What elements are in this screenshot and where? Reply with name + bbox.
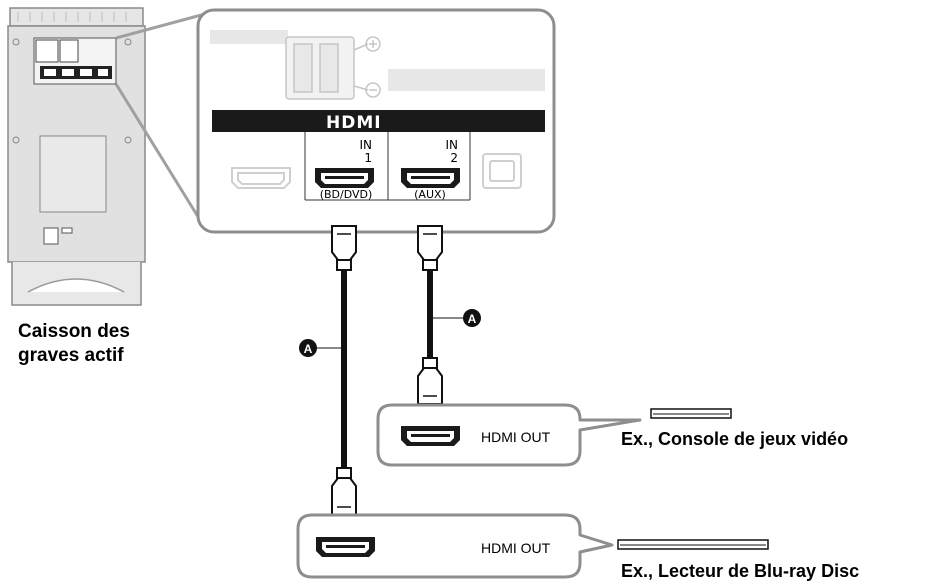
- hdmi-band: [212, 110, 545, 132]
- cable-a-label-2: A: [468, 312, 477, 326]
- bluray-port-label: HDMI OUT: [481, 540, 551, 556]
- subwoofer-caption-line1: Caisson des: [18, 321, 130, 342]
- cable-a-marker-1: A: [299, 339, 317, 357]
- bluray-device-panel: HDMI OUT: [296, 513, 614, 579]
- bluray-hdmi-out-port: [316, 537, 375, 557]
- port1-name: (BD/DVD): [320, 188, 373, 201]
- optical-port-faded: [482, 153, 522, 189]
- hdmi-out-port-faded: [231, 167, 291, 189]
- hdmi-in-2-port: [401, 168, 460, 188]
- cable-a-label-1: A: [304, 342, 313, 356]
- hdmi-cable-1: [331, 225, 357, 529]
- zoom-callout-lines: [114, 12, 207, 229]
- port2-in-label: IN: [445, 138, 458, 152]
- cable-a-marker-2: A: [463, 309, 481, 327]
- console-device-icon: [650, 408, 732, 419]
- port1-number: 1: [364, 151, 372, 165]
- port1-in-label: IN: [359, 138, 372, 152]
- bluray-device-icon: [617, 539, 769, 550]
- port2-name: (AUX): [414, 188, 446, 201]
- subwoofer-caption-line2: graves actif: [18, 345, 124, 366]
- hdmi-logo: HDMI: [326, 113, 382, 133]
- bluray-caption: Ex., Lecteur de Blu-ray Disc: [621, 561, 859, 581]
- rear-panel-enlarged: HDMI IN 1 (BD/DVD) IN: [196, 8, 556, 234]
- console-port-label: HDMI OUT: [481, 429, 551, 445]
- port2-number: 2: [450, 151, 458, 165]
- console-device-panel: HDMI OUT: [376, 403, 642, 467]
- console-hdmi-out-port: [401, 426, 460, 446]
- hdmi-in-1-port: [315, 168, 374, 188]
- subwoofer-unit: [7, 7, 146, 306]
- console-caption: Ex., Console de jeux vidéo: [621, 429, 848, 449]
- hdmi-cable-2: [417, 225, 443, 418]
